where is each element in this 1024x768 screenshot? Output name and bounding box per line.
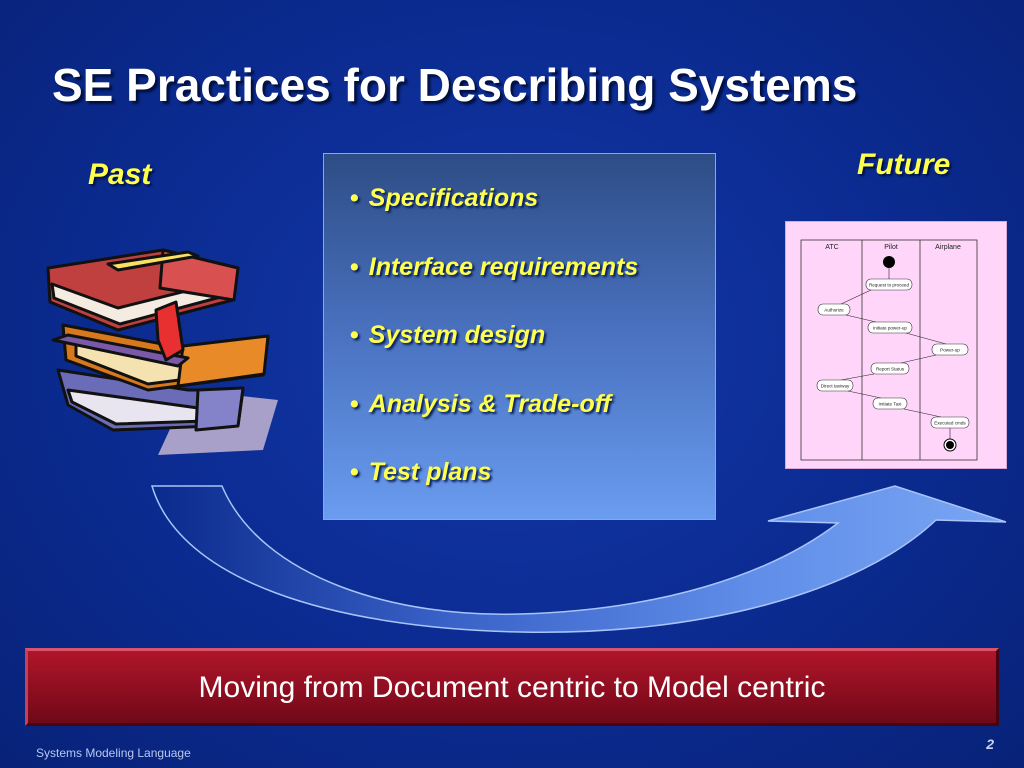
bullet-text: Analysis & Trade-off (368, 389, 611, 418)
action-authorize: Authorize (824, 308, 844, 313)
footer-title: Systems Modeling Language (36, 746, 191, 760)
lane-atc: ATC (825, 244, 838, 251)
banner-text: Moving from Document centric to Model ce… (198, 671, 826, 704)
list-item: • Interface requirements (350, 253, 638, 322)
list-item: • Test plans (350, 458, 638, 527)
action-powerup: Power-up (940, 348, 960, 353)
past-label: Past (88, 158, 152, 191)
books-icon (46, 248, 278, 455)
bullet-text: Specifications (368, 184, 539, 212)
bullet-dot: • (350, 184, 359, 212)
bullet-text: System design (368, 321, 546, 349)
action-executed-cmds: Executed cmds (934, 421, 966, 426)
action-direct-taxiway: Direct taxiway (821, 384, 850, 389)
activity-diagram-panel: ATC Pilot Airplane Request to proceed Au… (785, 221, 1007, 469)
action-initiate-taxi: Initiate Taxi (879, 402, 902, 407)
action-report-status: Report Status (876, 367, 905, 372)
bullet-dot: • (350, 252, 359, 281)
bullet-box: •Specifications •Interface requirements … (323, 153, 716, 520)
list-item: • System design (350, 321, 638, 390)
bullet-dot: • (350, 321, 359, 349)
bullet-text: Test plans (368, 458, 492, 486)
bullet-dot: • (350, 389, 359, 418)
action-initiate-powerup: Initiate power-up (873, 326, 907, 331)
bullet-dot: • (350, 458, 359, 486)
future-label: Future (857, 148, 951, 181)
start-node (883, 256, 895, 268)
list-item: • Analysis & Trade-off (350, 390, 638, 459)
bullet-text: Interface requirements (368, 252, 639, 281)
lane-pilot: Pilot (884, 244, 898, 251)
action-request: Request to proceed (869, 283, 910, 288)
bullet-list: •Specifications •Interface requirements … (350, 184, 638, 527)
activity-diagram: ATC Pilot Airplane Request to proceed Au… (800, 239, 978, 461)
slide-title: SE Practices for Describing Systems (52, 59, 858, 111)
summary-banner: Moving from Document centric to Model ce… (25, 648, 999, 726)
list-item: • Specifications (350, 184, 638, 253)
lane-airplane: Airplane (935, 244, 961, 251)
page-number: 2 (986, 736, 994, 752)
